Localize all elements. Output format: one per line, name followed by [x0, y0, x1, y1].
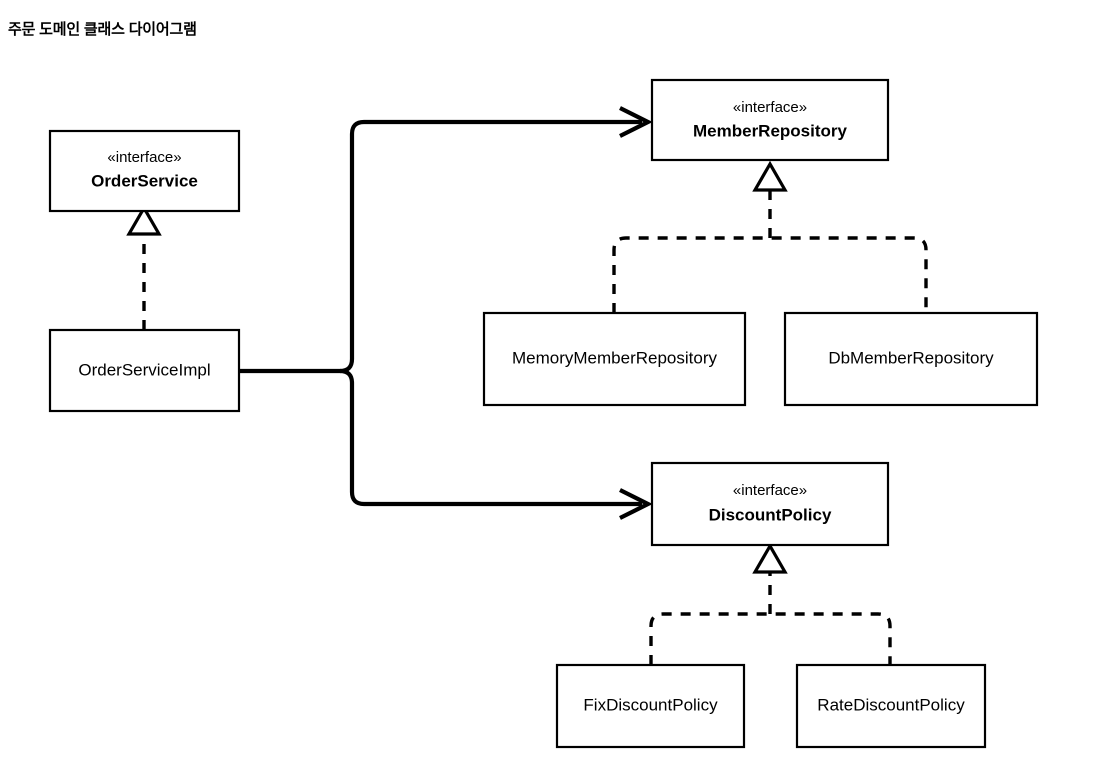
realization-triangle-icon-memberrepository	[752, 160, 788, 192]
class-box-orderservice[interactable]: «interface» OrderService	[48, 129, 241, 213]
class-box-rect	[650, 461, 890, 547]
realization-policies-to-discountpolicy	[649, 542, 892, 665]
class-box-memorymemberrepository[interactable]: MemoryMemberRepository	[482, 311, 747, 407]
class-name: OrderServiceImpl	[78, 360, 210, 379]
class-name: FixDiscountPolicy	[583, 695, 718, 714]
class-box-rect	[783, 311, 1039, 407]
class-box-memberrepository[interactable]: «interface» MemberRepository	[650, 78, 890, 162]
class-name: DiscountPolicy	[709, 505, 832, 524]
class-stereotype: «interface»	[733, 99, 807, 116]
class-box-discountpolicy[interactable]: «interface» DiscountPolicy	[650, 461, 890, 547]
class-stereotype: «interface»	[733, 482, 807, 499]
arrowhead-icon-memberrepository	[619, 106, 653, 138]
class-box-rect	[555, 663, 746, 749]
realization-bus-memberrepository	[612, 236, 928, 313]
class-stereotype: «interface»	[107, 149, 181, 166]
page-title: 주문 도메인 클래스 다이어그램	[8, 21, 197, 38]
class-box-rect	[482, 311, 747, 407]
class-box-ratediscountpolicy[interactable]: RateDiscountPolicy	[795, 663, 987, 749]
class-box-dbmemberrepository[interactable]: DbMemberRepository	[783, 311, 1039, 407]
realization-triangle-icon-discountpolicy	[752, 542, 788, 574]
class-name: RateDiscountPolicy	[817, 695, 965, 714]
association-orderserviceimpl-branch	[239, 106, 653, 520]
class-name: MemoryMemberRepository	[512, 348, 717, 367]
class-name: MemberRepository	[693, 121, 848, 140]
realization-orderserviceimpl-to-orderservice	[126, 204, 162, 330]
class-box-rect	[795, 663, 987, 749]
class-box-rect	[48, 328, 241, 413]
realization-triangle-icon	[126, 204, 162, 236]
association-to-discountpolicy	[339, 368, 642, 507]
class-box-orderserviceimpl[interactable]: OrderServiceImpl	[48, 328, 241, 413]
class-name: DbMemberRepository	[828, 348, 994, 367]
realization-members-to-memberrepository	[612, 160, 928, 313]
association-to-memberrepository	[339, 119, 642, 374]
realization-bus-discountpolicy	[649, 612, 892, 665]
arrowhead-icon-discountpolicy	[619, 488, 653, 520]
class-name: OrderService	[91, 171, 198, 190]
class-box-rect	[48, 129, 241, 213]
class-box-rect	[650, 78, 890, 162]
class-box-fixdiscountpolicy[interactable]: FixDiscountPolicy	[555, 663, 746, 749]
